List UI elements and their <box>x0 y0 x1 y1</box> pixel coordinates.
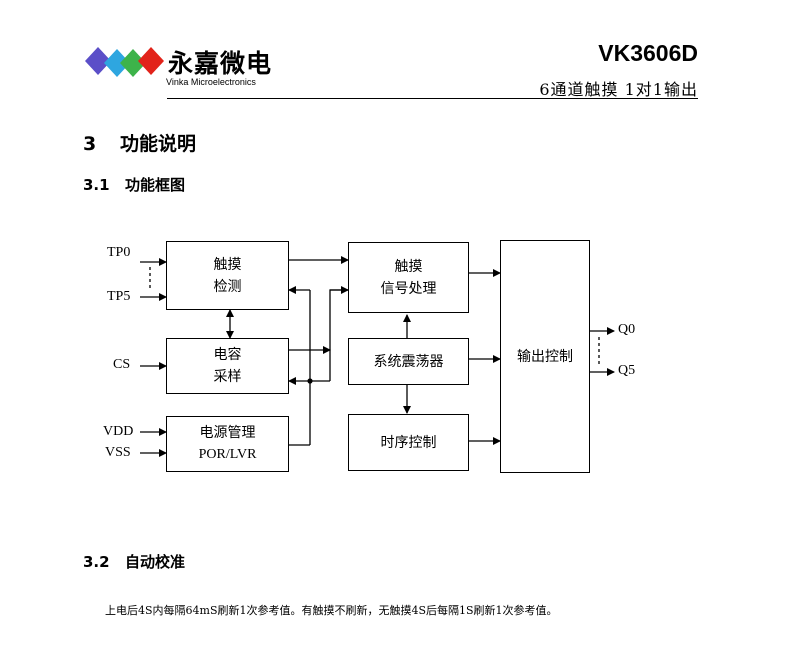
subsection-number: 3.1 <box>83 176 110 194</box>
block-label: POR/LVR <box>198 447 257 462</box>
subsection-heading-block-diagram: 3.1 功能框图 <box>83 174 185 195</box>
block-label: 信号处理 <box>380 280 437 297</box>
auto-calibration-paragraph: 上电后4S内每隔64mS刷新1次参考值。有触摸不刷新，无触摸4S后每隔1S刷新1… <box>105 604 558 617</box>
product-subtitle: 6通道触摸 1对1输出 <box>539 80 698 99</box>
signal-label-tp0: TP0 <box>107 245 131 260</box>
output-control-block: 输出控制 <box>500 240 590 473</box>
signal-label-cs: CS <box>113 357 131 372</box>
brand-name: 永嘉微电 <box>168 49 273 78</box>
cap-sample-block: 电容 采样 <box>166 338 289 394</box>
header-divider <box>167 98 698 99</box>
power-management-block: 电源管理 POR/LVR <box>166 416 289 472</box>
logo-diamond-blue <box>104 49 130 77</box>
signal-label-q0: Q0 <box>618 322 636 337</box>
company-logo-icon <box>85 47 164 77</box>
subsection-title: 功能框图 <box>125 176 186 194</box>
subsection-title: 自动校准 <box>125 553 186 571</box>
block-label: 时序控制 <box>380 434 437 451</box>
signal-label-q5: Q5 <box>618 363 636 378</box>
touch-detect-block: 触摸 检测 <box>166 241 289 310</box>
block-label: 输出控制 <box>517 348 573 365</box>
junction-dot <box>307 378 313 384</box>
touch-signal-processing-block: 触摸 信号处理 <box>348 242 469 313</box>
section-number: 3 <box>83 133 97 155</box>
block-label: 触摸 <box>394 258 423 275</box>
logo-diamond-red <box>138 47 164 75</box>
section-heading: 3 功能说明 <box>83 129 196 156</box>
subsection-number: 3.2 <box>83 553 110 571</box>
block-label: 检测 <box>213 278 242 295</box>
section-title: 功能说明 <box>120 133 197 155</box>
block-label: 系统震荡器 <box>373 353 444 370</box>
model-number: VK3606D <box>598 40 698 66</box>
signal-label-vss: VSS <box>105 445 131 460</box>
logo-diamond-green <box>120 49 146 77</box>
signal-label-vdd: VDD <box>103 424 134 439</box>
signal-label-tp5: TP5 <box>107 289 131 304</box>
logo-diamond-purple <box>85 47 111 75</box>
system-oscillator-block: 系统震荡器 <box>348 338 469 385</box>
subsection-heading-auto-calibration: 3.2 自动校准 <box>83 551 185 572</box>
block-label: 电容 <box>213 347 242 363</box>
block-label: 采样 <box>213 369 242 385</box>
block-label: 电源管理 <box>199 425 256 441</box>
brand-name-english: Vinka Microelectronics <box>166 77 256 87</box>
timing-control-block: 时序控制 <box>348 414 469 471</box>
block-label: 触摸 <box>213 256 242 273</box>
